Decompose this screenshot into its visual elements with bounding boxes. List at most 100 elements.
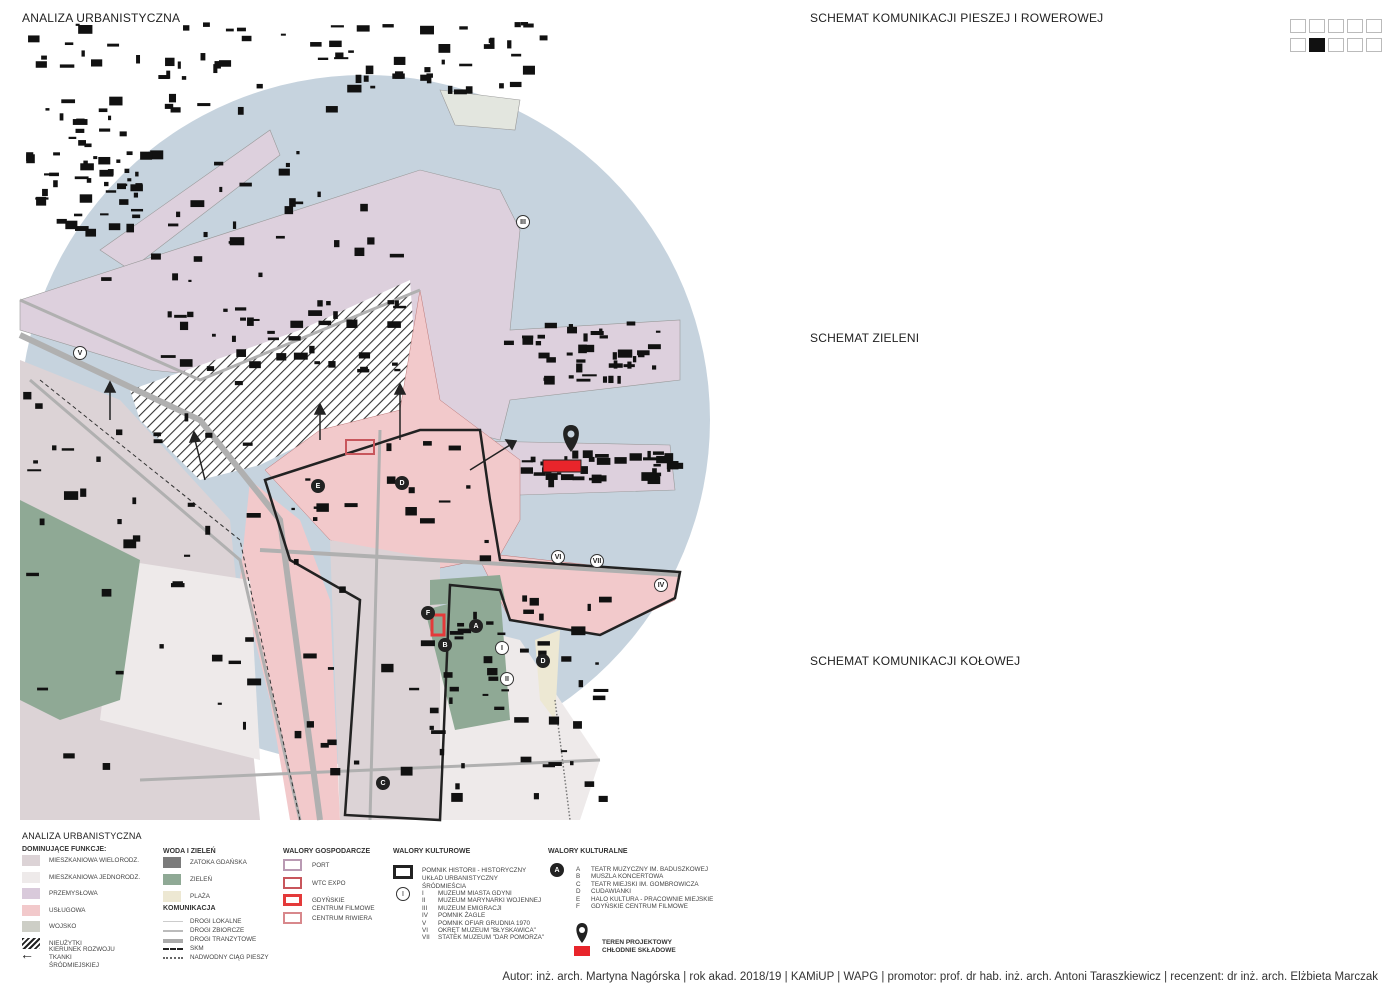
building <box>511 53 522 57</box>
services-area <box>264 289 681 636</box>
museum-marker[interactable]: VII <box>590 554 604 568</box>
economic-swatch <box>283 911 302 924</box>
building <box>72 119 88 125</box>
building <box>225 28 234 32</box>
culture-marker[interactable]: B <box>438 638 452 652</box>
transport-line-sample <box>163 921 183 922</box>
building <box>80 163 94 171</box>
museum-label: MUZEUM EMIGRACJI <box>438 904 502 912</box>
building <box>426 73 433 78</box>
culture-marker[interactable]: D <box>395 476 409 490</box>
building <box>363 75 369 82</box>
culture-letter: C <box>576 880 581 888</box>
building <box>102 763 111 770</box>
building <box>482 693 489 696</box>
building <box>132 497 137 505</box>
culture-marker[interactable]: E <box>311 479 325 493</box>
building <box>533 793 539 800</box>
building <box>667 463 671 472</box>
building <box>109 96 123 106</box>
building <box>431 730 446 734</box>
museum-marker[interactable]: VI <box>551 550 565 564</box>
building <box>357 368 370 373</box>
transport-heading: KOMUNIKACJA <box>163 905 216 912</box>
building <box>78 140 86 146</box>
building <box>453 89 467 95</box>
building <box>242 721 246 730</box>
museum-marker[interactable]: III <box>516 215 530 229</box>
building <box>328 361 336 368</box>
building <box>419 518 435 524</box>
building <box>203 231 208 238</box>
culture-marker-sample: A <box>550 863 564 877</box>
building <box>317 300 323 307</box>
culture-marker[interactable]: A <box>469 619 483 633</box>
building <box>570 761 574 766</box>
page-thumb[interactable] <box>1290 19 1306 33</box>
function-label: USŁUGOWA <box>49 906 86 914</box>
building <box>566 352 573 356</box>
building <box>267 337 279 341</box>
transit-road <box>18 332 323 821</box>
building <box>99 128 111 132</box>
culture-marker[interactable]: C <box>376 776 390 790</box>
building <box>76 118 85 123</box>
page-thumb[interactable] <box>1347 19 1363 33</box>
page-thumb[interactable] <box>1290 38 1306 52</box>
building <box>313 506 321 509</box>
museum-marker[interactable]: I <box>495 641 509 655</box>
building <box>267 330 275 334</box>
building <box>135 183 143 188</box>
building <box>424 67 431 73</box>
museum-marker[interactable]: V <box>73 346 87 360</box>
building <box>325 106 338 113</box>
building <box>45 108 50 111</box>
building <box>86 178 92 183</box>
building <box>249 361 261 369</box>
page-thumb[interactable] <box>1366 38 1382 52</box>
economic-label: PORT <box>312 862 330 869</box>
page-thumb[interactable] <box>1309 19 1325 33</box>
page-thumb[interactable] <box>1328 19 1344 33</box>
building <box>572 450 579 459</box>
building <box>41 55 47 60</box>
building <box>320 742 329 748</box>
page-thumb[interactable] <box>1309 38 1325 52</box>
building <box>501 689 510 692</box>
building <box>206 366 215 371</box>
building <box>33 460 38 464</box>
building <box>247 317 254 326</box>
building <box>190 200 205 208</box>
building <box>466 485 471 489</box>
project-site <box>542 459 582 473</box>
building <box>483 656 493 664</box>
culture-marker[interactable]: F <box>421 606 435 620</box>
building <box>429 725 434 730</box>
building <box>213 64 218 74</box>
building <box>140 151 153 160</box>
culture-letter: D <box>576 888 581 896</box>
building <box>499 83 504 89</box>
building <box>423 441 432 446</box>
museum-marker[interactable]: IV <box>654 578 668 592</box>
museum-marker-sample: I <box>396 887 410 901</box>
museum-marker[interactable]: II <box>500 672 514 686</box>
main-map-title: ANALIZA URBANISTYCZNA <box>22 11 181 25</box>
scheme-title: SCHEMAT KOMUNIKACJI PIESZEJ I ROWEROWEJ <box>810 11 1104 25</box>
building <box>523 609 534 614</box>
function-swatch <box>22 855 40 866</box>
building <box>249 318 260 321</box>
building <box>107 43 120 47</box>
building <box>614 457 627 464</box>
building <box>119 199 129 205</box>
economic-heading: WALORY GOSPODARCZE <box>283 848 371 855</box>
building <box>108 223 121 231</box>
culture-marker[interactable]: D <box>536 654 550 668</box>
page-thumb[interactable] <box>1366 19 1382 33</box>
building <box>256 83 263 89</box>
page-thumb[interactable] <box>1347 38 1363 52</box>
building <box>560 750 568 753</box>
building <box>116 159 121 163</box>
building <box>664 453 674 462</box>
page-thumb[interactable] <box>1328 38 1344 52</box>
